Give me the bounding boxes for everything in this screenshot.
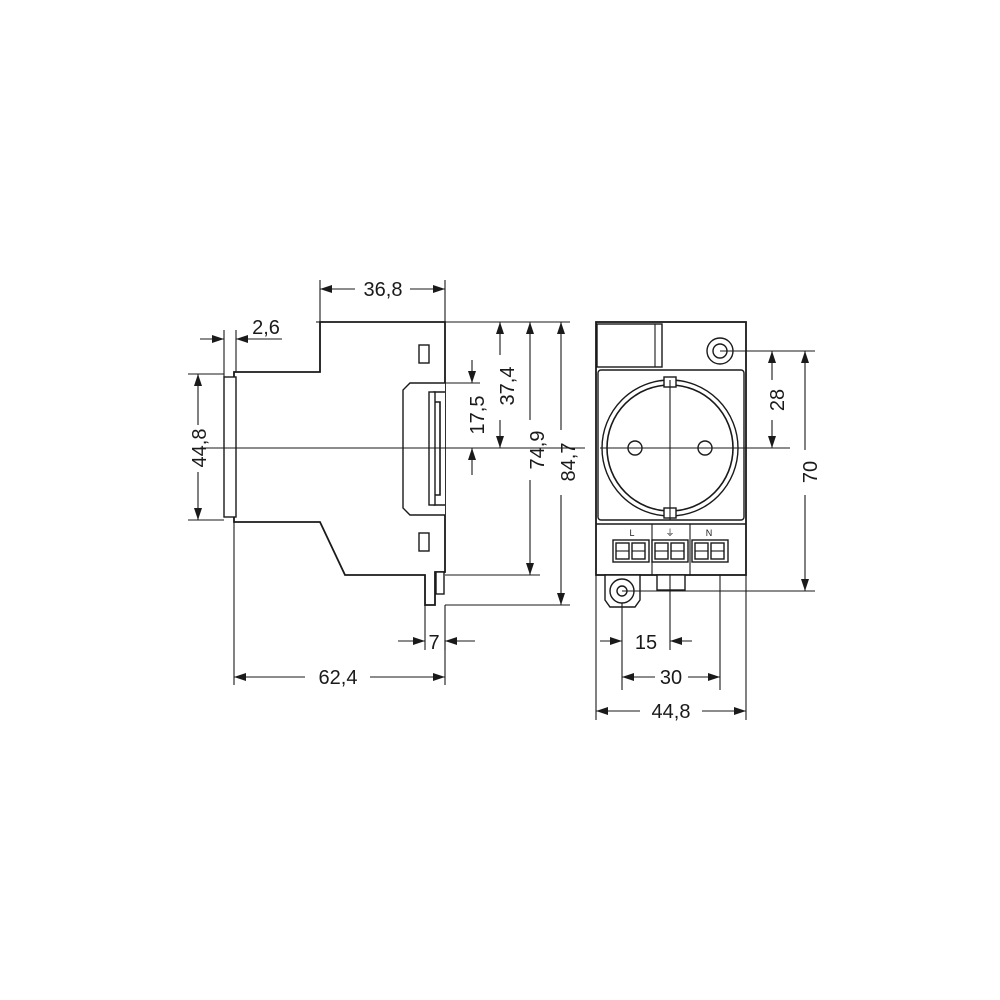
terminal-label-n: N — [706, 528, 713, 538]
dim-rail-half: 17,5 — [467, 396, 489, 435]
terminal-earth — [651, 539, 689, 563]
front-bottom-clip — [656, 574, 686, 591]
dim-clip: 7 — [428, 632, 439, 654]
dim-depth-top: 36,8 — [364, 279, 403, 301]
dim-height-total: 84,7 — [558, 443, 580, 482]
dim-height-mid: 74,9 — [527, 431, 549, 470]
front-view-dimensions: 28 70 15 30 44,8 — [595, 350, 822, 723]
side-bottom-clip — [435, 571, 445, 595]
dim-hole-spacing-h: 30 — [660, 667, 682, 689]
side-window-bottom — [418, 532, 430, 552]
dim-depth-total: 62,4 — [319, 667, 358, 689]
dim-rail-offset: 2,6 — [252, 317, 280, 339]
dim-width: 44,8 — [652, 701, 691, 723]
front-view: L ⏚ N — [595, 321, 790, 608]
dim-hole-spacing-v: 70 — [800, 461, 822, 483]
dim-top-to-center: 37,4 — [497, 367, 519, 406]
side-housing-outline — [233, 321, 446, 606]
side-view-dimensions: 36,8 2,6 44,8 17,5 37,4 — [188, 279, 580, 689]
terminal-label-l: L — [629, 528, 634, 538]
dim-terminal-pitch: 15 — [635, 632, 657, 654]
front-label-window — [596, 323, 663, 368]
dim-front-height: 44,8 — [189, 429, 211, 468]
side-window-top — [418, 344, 430, 364]
dim-hole-to-center: 28 — [767, 389, 789, 411]
side-front-face — [223, 376, 237, 518]
terminal-l — [612, 539, 650, 563]
side-view — [200, 321, 585, 606]
terminal-label-earth: ⏚ — [665, 528, 674, 538]
terminal-n — [691, 539, 729, 563]
